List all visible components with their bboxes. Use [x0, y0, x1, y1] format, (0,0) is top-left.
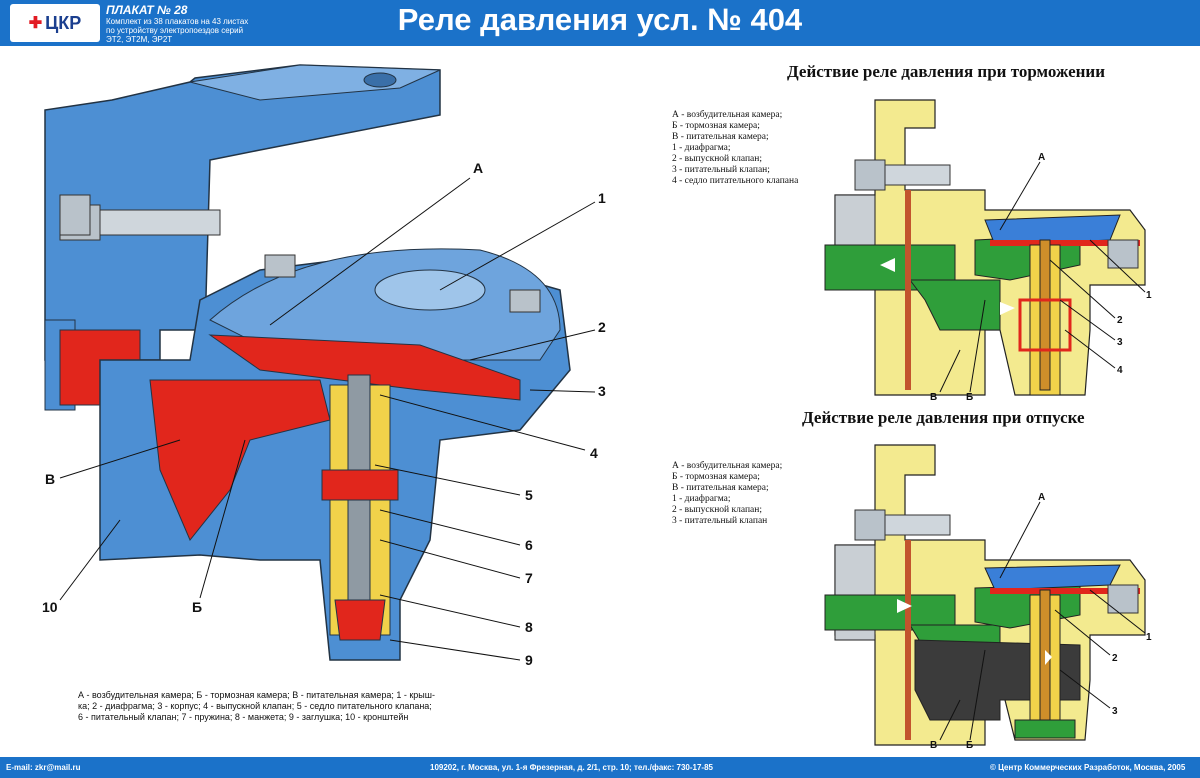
label-10: 10 [42, 599, 58, 615]
label-2: 2 [598, 319, 606, 335]
release-legend-item: В - питательная камера; [672, 483, 769, 493]
label-3: 3 [598, 383, 606, 399]
release-legend-item: Б - тормозная камера; [672, 472, 760, 482]
release-label-3: 3 [1112, 706, 1118, 717]
logo-text: ЦКР [45, 12, 82, 33]
release-label-a: А [1038, 492, 1045, 503]
braking-label-a: А [1038, 152, 1045, 163]
label-4: 4 [590, 445, 598, 461]
braking-legend-item: 3 - питательный клапан; [672, 165, 770, 175]
release-section-title: Действие реле давления при отпуске [802, 408, 1085, 427]
label-7: 7 [525, 570, 533, 586]
poster-description: Комплект из 38 плакатов на 43 листах по … [106, 17, 249, 44]
release-legend-item: 2 - выпускной клапан; [672, 505, 762, 515]
braking-label-2: 2 [1117, 315, 1123, 326]
label-a: А [473, 160, 483, 176]
braking-label-1: 1 [1146, 290, 1152, 301]
logo-mark-icon: ✚ [28, 15, 43, 32]
braking-label-b: Б [966, 392, 973, 403]
braking-label-v: В [930, 392, 937, 403]
header-bar: ✚ЦКР ПЛАКАТ № 28 Комплект из 38 плакатов… [0, 0, 1200, 46]
footer-copyright: © Центр Коммерческих Разработок, Москва,… [990, 763, 1186, 772]
release-legend-item: А - возбудительная камера; [672, 461, 783, 471]
logo: ✚ЦКР [10, 4, 100, 42]
main-cross-section-diagram: А 1 2 3 4 5 6 7 8 9 10 В Б [42, 64, 606, 668]
release-legend-item: 1 - диафрагма; [672, 494, 731, 504]
braking-legend-item: 2 - выпускной клапан; [672, 154, 762, 164]
release-diagram: А 1 2 3 В Б [824, 444, 1152, 751]
label-6: 6 [525, 537, 533, 553]
poster-number: ПЛАКАТ № 28 [106, 3, 188, 17]
braking-legend-item: 4 - седло питательного клапана [672, 176, 799, 186]
release-legend: А - возбудительная камера; Б - тормозная… [672, 461, 782, 527]
footer-bar: E-mail: zkr@mail.ru 109202, г. Москва, у… [0, 757, 1200, 778]
label-9: 9 [525, 652, 533, 668]
label-v: В [45, 471, 55, 487]
braking-label-3: 3 [1117, 337, 1123, 348]
release-label-b: Б [966, 740, 973, 751]
footer-address: 109202, г. Москва, ул. 1-я Фрезерная, д.… [430, 763, 713, 772]
braking-legend-item: А - возбудительная камера; [672, 110, 783, 120]
release-label-1: 1 [1146, 632, 1152, 643]
release-legend-item: 3 - питательный клапан [672, 516, 768, 526]
release-label-2: 2 [1112, 653, 1118, 664]
braking-legend-item: 1 - диафрагма; [672, 143, 731, 153]
page-title: Реле давления усл. № 404 [397, 2, 803, 37]
braking-section-title: Действие реле давления при торможении [787, 62, 1106, 81]
label-8: 8 [525, 619, 533, 635]
label-1: 1 [598, 190, 606, 206]
release-label-v: В [930, 740, 937, 751]
label-b: Б [192, 599, 202, 615]
main-diagram-caption: А - возбудительная камера; Б - тормозная… [78, 690, 435, 722]
braking-legend-item: В - питательная камера; [672, 132, 769, 142]
braking-legend: А - возбудительная камера; Б - тормозная… [672, 110, 798, 187]
label-5: 5 [525, 487, 533, 503]
braking-diagram: А 1 2 3 4 В Б [824, 99, 1152, 403]
braking-label-4: 4 [1117, 365, 1123, 376]
braking-legend-item: Б - тормозная камера; [672, 121, 760, 131]
footer-email: E-mail: zkr@mail.ru [6, 763, 81, 772]
